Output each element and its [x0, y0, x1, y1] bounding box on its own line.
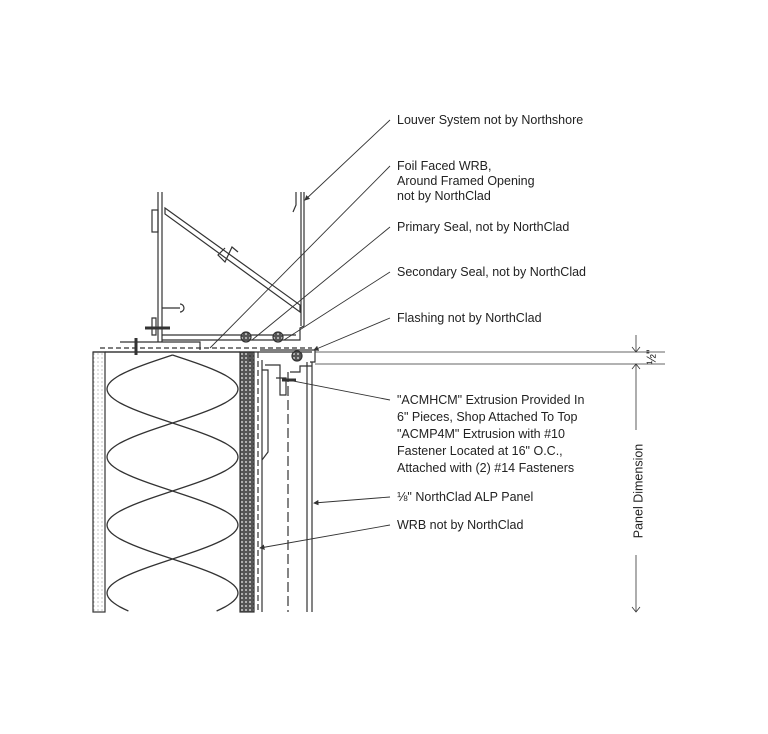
dimension-lines: [315, 335, 665, 613]
extrusion-clip: [265, 364, 287, 396]
callout-secondary-seal: Secondary Seal, not by NorthClad: [397, 265, 586, 280]
dimension-gap: ½": [644, 349, 659, 365]
insulation-curve: [106, 354, 239, 612]
gypsum-board: [92, 351, 106, 613]
flashing: [260, 349, 316, 363]
callout-panel: ⅛" NorthClad ALP Panel: [397, 490, 533, 505]
callout-line: not by NorthClad: [397, 189, 491, 203]
callout-line: "ACMP4M" Extrusion with #10: [397, 427, 565, 441]
callout-line: Flashing not by NorthClad: [397, 311, 542, 325]
callout-line: 6" Pieces, Shop Attached To Top: [397, 410, 578, 424]
callout-louver: Louver System not by Northshore: [397, 113, 583, 128]
callout-flashing: Flashing not by NorthClad: [397, 311, 542, 326]
insulation: [106, 354, 239, 612]
seal: [291, 350, 303, 362]
leader-lines: [209, 119, 391, 550]
callout-line: Louver System not by Northshore: [397, 113, 584, 127]
callout-line: ⅛" NorthClad ALP Panel: [397, 490, 534, 504]
callout-primary-seal: Primary Seal, not by NorthClad: [397, 220, 569, 235]
callout-extrusion: "ACMHCM" Extrusion Provided In 6" Pieces,…: [397, 392, 584, 477]
callout-line: Fastener Located at 16" O.C.,: [397, 444, 563, 458]
callout-line: Primary Seal, not by NorthClad: [397, 220, 570, 234]
callout-line: Secondary Seal, not by NorthClad: [397, 265, 586, 279]
secondary-seal: [272, 331, 284, 343]
callout-line: Attached with (2) #14 Fasteners: [397, 461, 575, 475]
louver-frame: [134, 192, 305, 355]
callout-line: Around Framed Opening: [397, 174, 535, 188]
callout-line: WRB not by NorthClad: [397, 518, 524, 532]
primary-seal: [240, 331, 252, 343]
insulation-curve: [106, 354, 239, 612]
callout-line: Foil Faced WRB,: [397, 159, 492, 173]
sheathing: [239, 351, 255, 613]
callout-line: "ACMHCM" Extrusion Provided In: [397, 393, 585, 407]
callout-wrb: WRB not by NorthClad: [397, 518, 523, 533]
dimension-panel: Panel Dimension: [631, 440, 646, 542]
